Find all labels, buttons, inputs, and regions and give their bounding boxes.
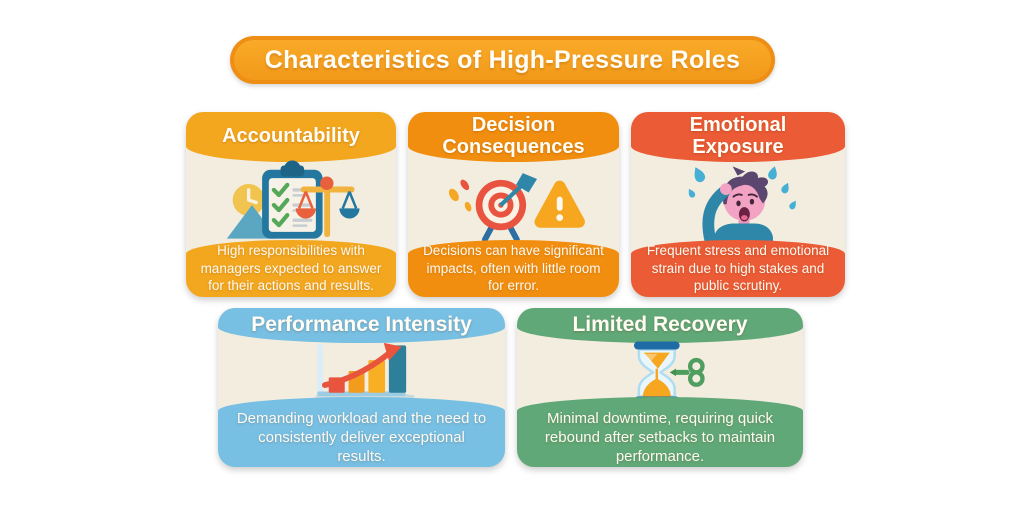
card-accountability: Accountability bbox=[186, 112, 396, 297]
target-dart-warning-icon bbox=[408, 158, 619, 242]
card-accountability-header: Accountability bbox=[186, 112, 396, 162]
card-performance-intensity-header: Performance Intensity bbox=[218, 308, 505, 343]
card-limited-recovery-description: Minimal downtime, requiring quick reboun… bbox=[544, 410, 776, 466]
card-accountability-footer: High responsibilities with managers expe… bbox=[186, 240, 396, 297]
card-accountability-description: High responsibilities with managers expe… bbox=[200, 243, 382, 294]
card-emotional-exposure-header: Emotional Exposure bbox=[631, 112, 845, 162]
clipboard-checklist-scale-icon bbox=[186, 158, 396, 242]
card-emotional-exposure-footer: Frequent stress and emotional strain due… bbox=[631, 240, 845, 297]
card-decision-consequences-title: Decision Consequences bbox=[442, 114, 585, 158]
rising-bar-chart-icon bbox=[218, 339, 505, 403]
card-accountability-title: Accountability bbox=[222, 125, 360, 148]
title-banner-inner: Characteristics of High-Pressure Roles bbox=[234, 40, 771, 80]
card-limited-recovery-title: Limited Recovery bbox=[572, 313, 748, 337]
card-emotional-exposure-title: Emotional Exposure bbox=[689, 114, 787, 158]
card-performance-intensity-title: Performance Intensity bbox=[251, 313, 472, 337]
card-decision-consequences: Decision Consequences Decisions ca bbox=[408, 112, 619, 297]
page-title: Characteristics of High-Pressure Roles bbox=[264, 45, 741, 74]
card-emotional-exposure-description: Frequent stress and emotional strain due… bbox=[646, 243, 830, 294]
card-performance-intensity-footer: Demanding workload and the need to consi… bbox=[218, 397, 505, 467]
card-limited-recovery-footer: Minimal downtime, requiring quick reboun… bbox=[517, 397, 803, 467]
title-banner: Characteristics of High-Pressure Roles bbox=[230, 36, 775, 84]
card-decision-consequences-footer: Decisions can have significant impacts, … bbox=[408, 240, 619, 297]
card-performance-intensity: Performance Intensity Demanding workload… bbox=[218, 308, 505, 467]
stressed-person-icon bbox=[631, 158, 845, 242]
card-decision-consequences-description: Decisions can have significant impacts, … bbox=[423, 243, 604, 294]
card-emotional-exposure: Emotional Exposure bbox=[631, 112, 845, 297]
card-limited-recovery: Limited Recovery Minimal downtime, requi… bbox=[517, 308, 803, 467]
card-performance-intensity-description: Demanding workload and the need to consi… bbox=[236, 410, 487, 466]
card-decision-consequences-header: Decision Consequences bbox=[408, 112, 619, 162]
card-limited-recovery-header: Limited Recovery bbox=[517, 308, 803, 343]
